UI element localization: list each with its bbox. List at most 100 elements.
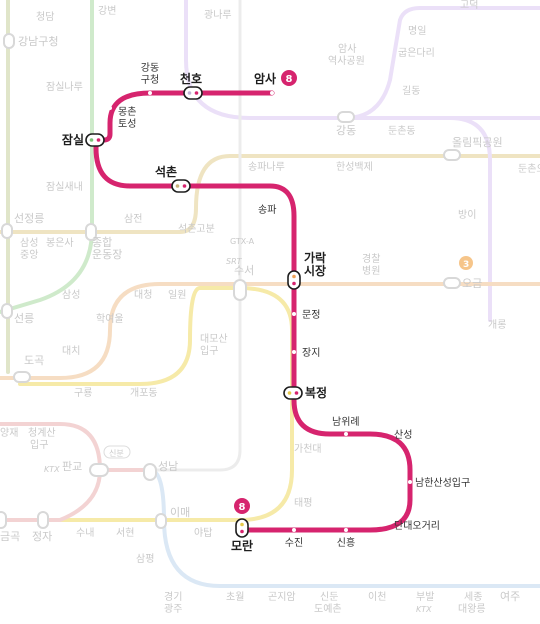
station-cheonho[interactable]: 천호 [180, 71, 202, 86]
label-daemosan-2: 입구 [200, 344, 218, 357]
station-dandaeogeori[interactable]: 단대오거리 [394, 520, 440, 532]
label-bubal: 부발 [416, 591, 434, 603]
station-dot-munjeong [292, 312, 296, 316]
label-cheonggyesan-2: 입구 [30, 438, 48, 451]
transfer-suseo [233, 279, 247, 301]
station-namwirye[interactable]: 남위례 [332, 415, 360, 428]
label-yangjae-citizens-1: 양재 [0, 427, 18, 439]
station-dot-amsa [270, 91, 274, 95]
transfer-dogok [13, 371, 31, 383]
label-srt: SRT [226, 257, 243, 266]
line8-station-dots [108, 91, 412, 532]
station-bokjeong[interactable]: 복정 [305, 385, 327, 400]
label-gangdong: 강동 [336, 124, 356, 137]
label-samsung-1: 삼성 [20, 237, 38, 249]
line5-branch2 [448, 116, 492, 322]
label-cheongdam: 청담 [36, 11, 54, 23]
transfer-sports-complex [85, 223, 97, 241]
station-amsa[interactable]: 암사 [254, 71, 276, 86]
station-dot-gangdong-gucheong [148, 91, 152, 95]
label-sports-complex-2: 운동장 [92, 248, 122, 261]
line8-track [93, 90, 413, 533]
label-gildong: 길동 [402, 84, 420, 97]
station-jangji[interactable]: 장지 [302, 347, 320, 359]
transfer-jeongja [37, 511, 49, 529]
transfer-seonjeongneung [1, 223, 13, 239]
line3-track [0, 282, 540, 380]
label-dunchon-oryun: 둔촌오륜 [518, 163, 540, 175]
transfer-bokjeong[interactable] [283, 386, 303, 400]
line8-badge-top-number: 8 [286, 74, 293, 85]
label-yeoju: 여주 [500, 590, 520, 603]
station-sujin[interactable]: 수진 [285, 537, 303, 549]
label-gonjiam: 곤지암 [268, 591, 296, 603]
label-icheon: 이천 [368, 591, 386, 603]
transfer-moran[interactable] [235, 518, 249, 538]
label-seolleung: 선릉 [14, 312, 34, 325]
label-chowol: 초월 [226, 591, 244, 603]
station-dot-mongchon [108, 106, 112, 110]
station-dot-sanseong [388, 442, 392, 446]
label-dunchon-dong: 둔촌동 [388, 125, 416, 137]
label-seonjeongneung: 선정릉 [14, 212, 44, 225]
transfer-garak[interactable] [287, 270, 301, 290]
station-gangdong-gucheong-2[interactable]: 구청 [141, 74, 159, 86]
label-jeongja: 정자 [32, 530, 52, 543]
station-mongchon-2[interactable]: 토성 [118, 118, 136, 130]
line8-badge-bottom-number: 8 [239, 502, 246, 513]
label-daemosan-1: 대모산 [200, 333, 228, 345]
station-garak-2[interactable]: 시장 [304, 264, 326, 278]
label-gangnam-gucheong: 강남구청 [18, 35, 58, 48]
label-imae: 이매 [170, 506, 190, 519]
label-gaepo-dong: 개포동 [130, 387, 158, 399]
station-munjeong[interactable]: 문정 [302, 309, 320, 321]
station-namhansanseong[interactable]: 남한산성입구 [415, 476, 470, 489]
station-dot-songpa [279, 197, 283, 201]
label-gyeonggi-gwangju-1: 경기 [164, 590, 182, 603]
transfer-seongnam [143, 463, 157, 481]
station-moran[interactable]: 모란 [231, 538, 253, 553]
label-daecheong: 대청 [134, 289, 152, 301]
label-cheonggyesan-1: 청계산 [28, 427, 56, 439]
label-seohyeon: 서현 [116, 527, 134, 539]
station-dot-dandaeogeori [388, 516, 392, 520]
label-gtx-a: GTX-A [230, 237, 255, 246]
label-samjeon: 삼전 [124, 213, 142, 225]
line8-badge-bottom: 8 [234, 498, 250, 514]
station-sanseong[interactable]: 산성 [394, 429, 412, 441]
label-sampyeong: 삼평 [136, 553, 154, 565]
label-gyeongchal-2: 병원 [362, 265, 380, 277]
transfer-cheonho[interactable] [183, 86, 203, 100]
line8-badge-top: 8 [281, 70, 297, 86]
label-daechi: 대치 [62, 345, 80, 357]
label-suseo: 수서 [234, 264, 254, 277]
transfer-jamsil[interactable] [85, 133, 105, 147]
label-sinbundang-badge: 신분 [109, 449, 124, 458]
label-irwon: 일원 [168, 289, 186, 301]
label-gyeonggi-gwangju-2: 광주 [164, 603, 182, 615]
sinbundang-badge [103, 445, 131, 459]
line9-track [0, 154, 540, 234]
station-dot-sujin [292, 528, 296, 532]
station-songpa[interactable]: 송파 [258, 204, 276, 216]
label-pangyo: 판교 [62, 460, 82, 473]
label-bongeunsa: 봉은사 [46, 237, 74, 249]
station-garak-1[interactable]: 가락 [304, 250, 326, 265]
station-gangdong-gucheong-1[interactable]: 강동 [141, 62, 159, 74]
transfer-seokchon[interactable] [171, 179, 191, 193]
label-ktx-2: KTX [416, 605, 432, 614]
station-sinheung[interactable]: 신흥 [337, 536, 355, 549]
label-gyeongchal-1: 경찰 [362, 252, 380, 265]
transfer-olympic-park [443, 149, 461, 161]
station-seokchon[interactable]: 석촌 [155, 164, 177, 179]
ogeum-badge-number: 3 [463, 260, 469, 270]
station-mongchon-1[interactable]: 몽촌 [118, 106, 136, 118]
label-gwangnaru: 광나루 [204, 9, 232, 21]
label-songpanaru: 송파나루 [248, 161, 285, 173]
ogeum-badge [459, 256, 473, 270]
transfer-seolleung [1, 303, 13, 319]
transfer-gangnam-gucheong [3, 33, 15, 49]
label-seongnam: 성남 [158, 460, 178, 473]
station-jamsil[interactable]: 잠실 [62, 132, 84, 147]
